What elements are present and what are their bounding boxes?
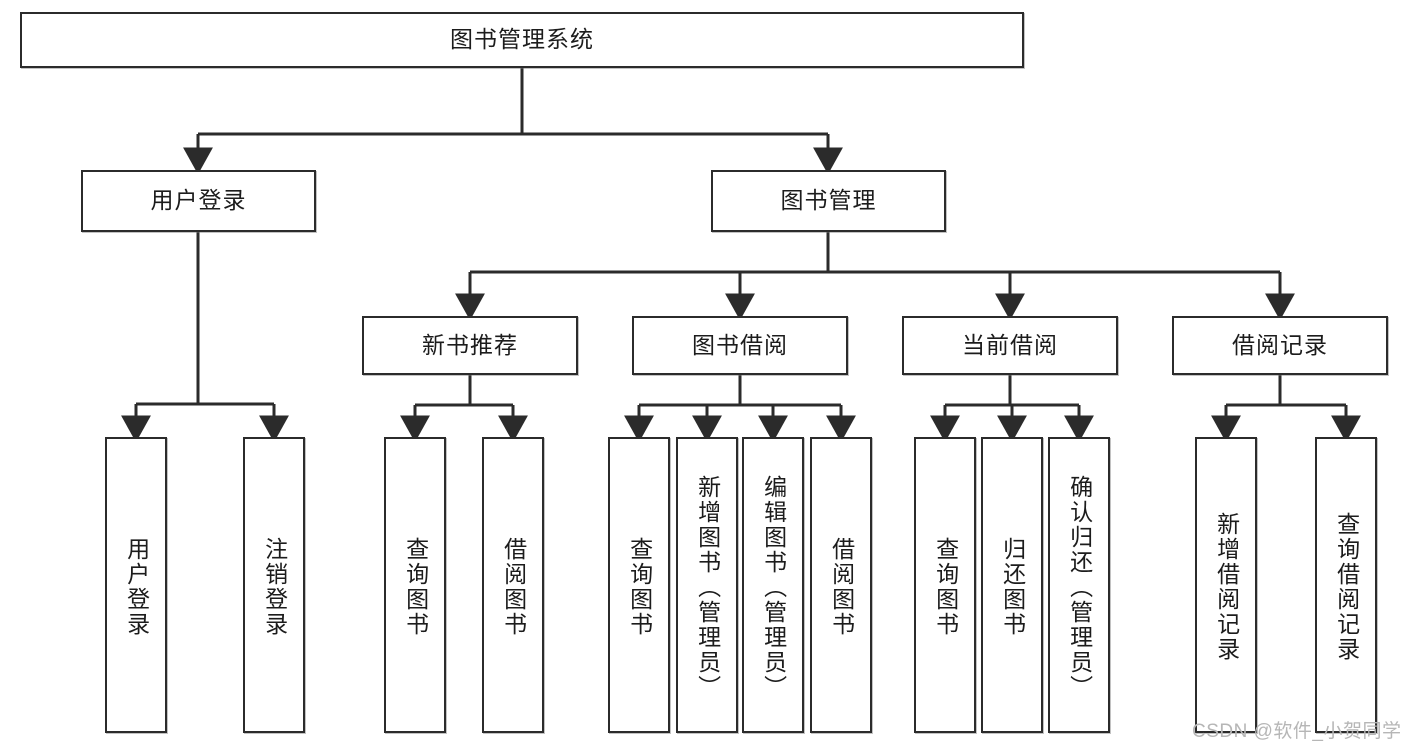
leaf-query-book-recommend-label: 查询图书 <box>402 537 429 637</box>
node-book-management-label: 图书管理 <box>780 187 877 214</box>
leaf-query-borrow-record[interactable]: 查询借阅记录 <box>1315 437 1377 733</box>
leaf-borrow-book-recommend-label: 借阅图书 <box>500 537 527 637</box>
leaf-confirm-return-admin[interactable]: 确认归还（管理员） <box>1048 437 1110 733</box>
leaf-edit-book-admin-label: 编辑图书（管理员） <box>760 474 787 700</box>
leaf-query-book-label: 查询图书 <box>626 537 653 637</box>
leaf-add-book-admin[interactable]: 新增图书（管理员） <box>676 437 738 733</box>
node-current-borrow[interactable]: 当前借阅 <box>902 316 1118 375</box>
node-root-label: 图书管理系统 <box>450 26 594 53</box>
node-borrow-record[interactable]: 借阅记录 <box>1172 316 1388 375</box>
node-root[interactable]: 图书管理系统 <box>20 12 1024 68</box>
leaf-user-logout[interactable]: 注销登录 <box>243 437 305 733</box>
leaf-user-login-label: 用户登录 <box>123 537 150 637</box>
leaf-query-book-current[interactable]: 查询图书 <box>914 437 976 733</box>
node-book-borrow[interactable]: 图书借阅 <box>632 316 848 375</box>
leaf-return-book[interactable]: 归还图书 <box>981 437 1043 733</box>
leaf-query-book-current-label: 查询图书 <box>932 537 959 637</box>
node-book-management[interactable]: 图书管理 <box>711 170 946 232</box>
leaf-user-login[interactable]: 用户登录 <box>105 437 167 733</box>
leaf-confirm-return-admin-label: 确认归还（管理员） <box>1066 474 1093 700</box>
node-current-borrow-label: 当前借阅 <box>962 331 1058 358</box>
leaf-user-logout-label: 注销登录 <box>261 537 288 637</box>
leaf-query-book[interactable]: 查询图书 <box>608 437 670 733</box>
leaf-query-borrow-record-label: 查询借阅记录 <box>1333 512 1360 662</box>
leaf-add-book-admin-label: 新增图书（管理员） <box>694 474 721 700</box>
leaf-query-book-recommend[interactable]: 查询图书 <box>384 437 446 733</box>
leaf-edit-book-admin[interactable]: 编辑图书（管理员） <box>742 437 804 733</box>
leaf-borrow-book-label: 借阅图书 <box>828 537 855 637</box>
node-new-book-recommend[interactable]: 新书推荐 <box>362 316 578 375</box>
node-borrow-record-label: 借阅记录 <box>1232 331 1328 358</box>
leaf-borrow-book[interactable]: 借阅图书 <box>810 437 872 733</box>
node-book-borrow-label: 图书借阅 <box>692 331 788 358</box>
connectors <box>121 68 1361 443</box>
leaf-return-book-label: 归还图书 <box>999 537 1026 637</box>
node-new-book-recommend-label: 新书推荐 <box>422 331 518 358</box>
node-user-login[interactable]: 用户登录 <box>81 170 316 232</box>
leaf-add-borrow-record[interactable]: 新增借阅记录 <box>1195 437 1257 733</box>
node-user-login-label: 用户登录 <box>150 187 247 214</box>
leaf-add-borrow-record-label: 新增借阅记录 <box>1213 512 1240 662</box>
leaf-borrow-book-recommend[interactable]: 借阅图书 <box>482 437 544 733</box>
